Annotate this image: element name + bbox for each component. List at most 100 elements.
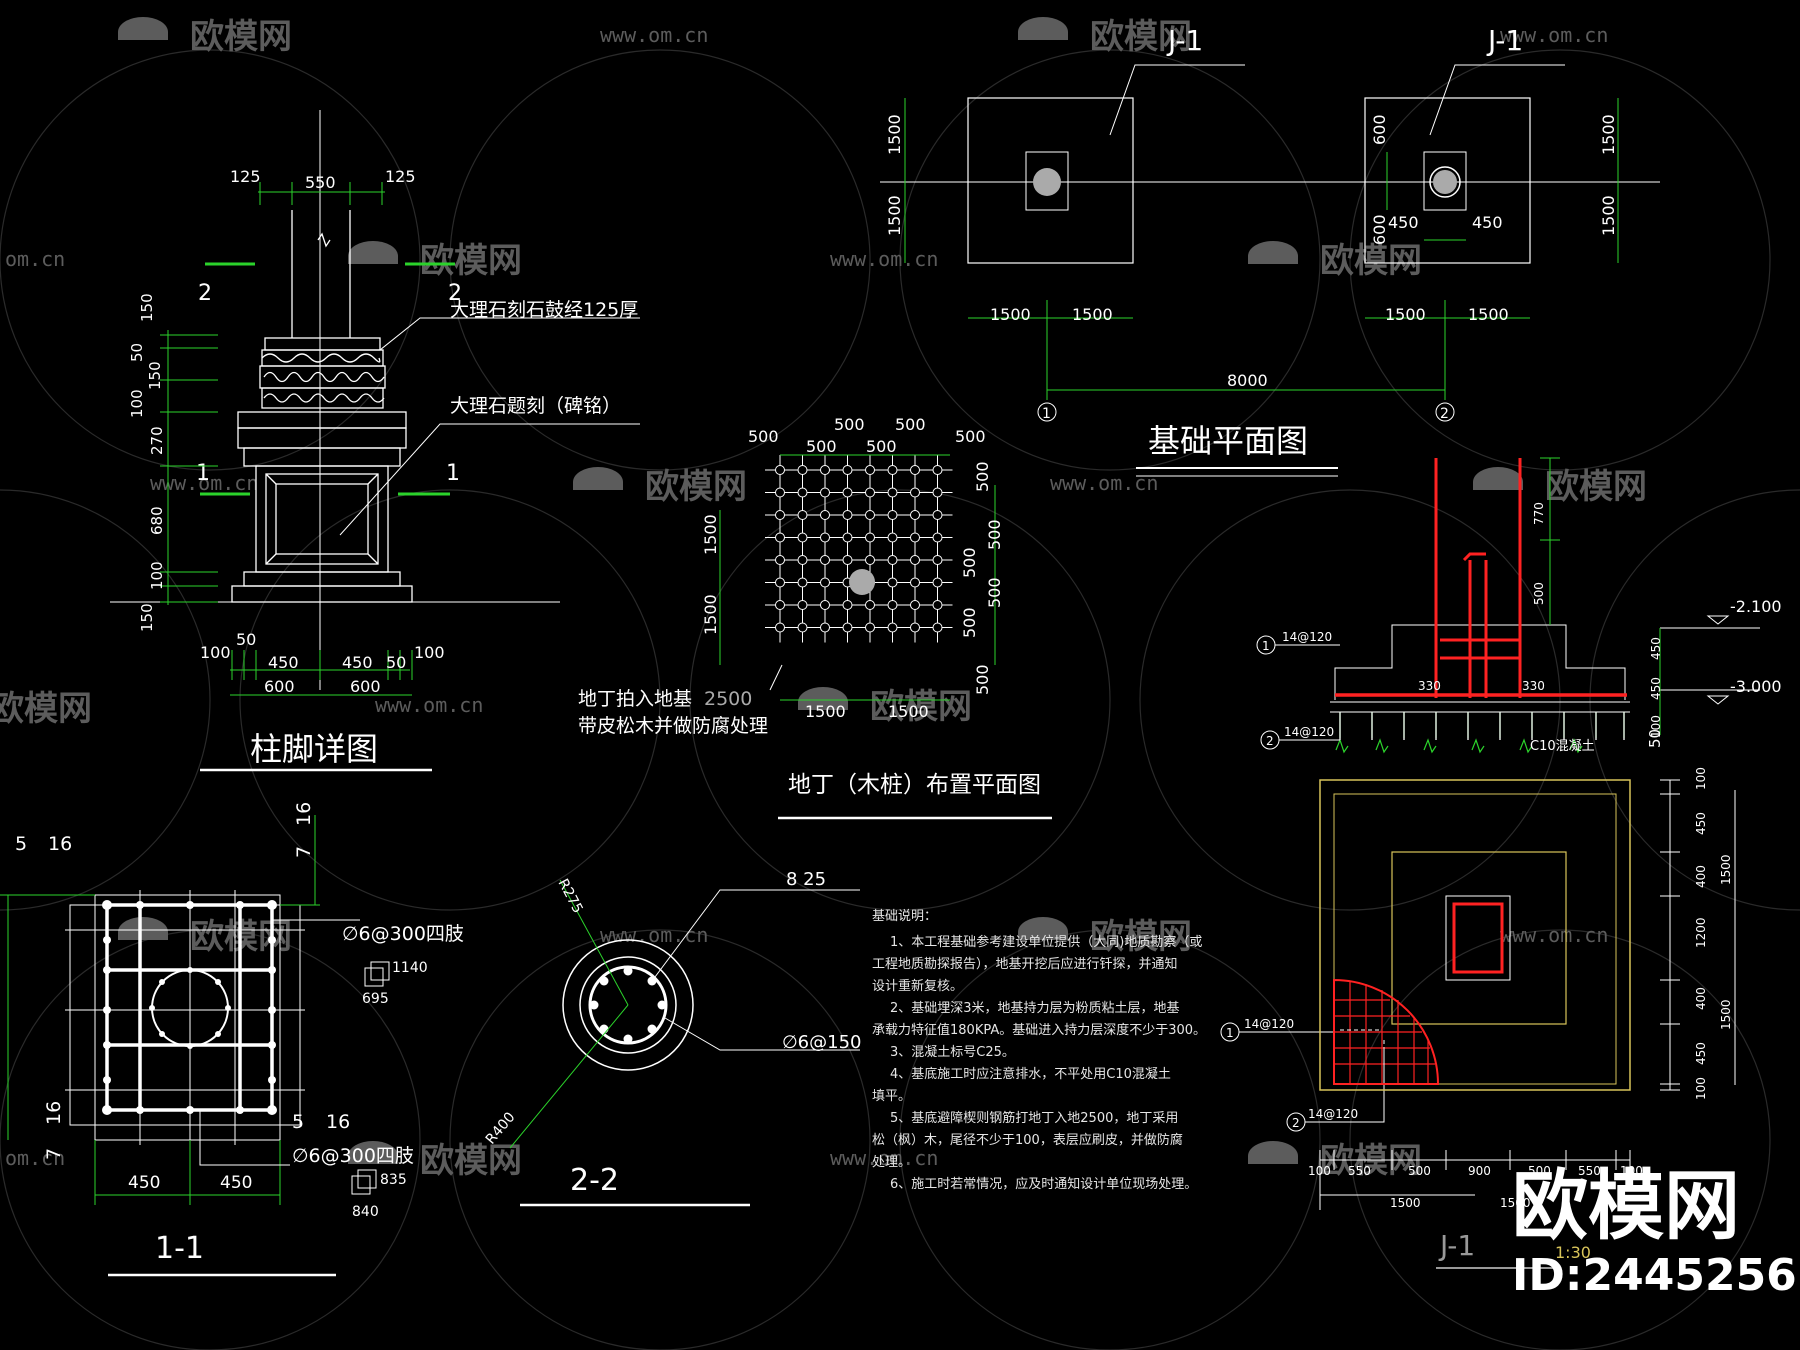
- note-inscription: 大理石题刻（碑铭）: [450, 395, 621, 417]
- watermark-logo: 欧模网: [1545, 467, 1647, 507]
- watermark-logo: 欧模网: [420, 1141, 522, 1181]
- dim-plan-right: 400: [1694, 987, 1708, 1010]
- timber-pile: [910, 622, 920, 633]
- footing-j1-a: [967, 97, 1134, 264]
- dim-right: 500: [985, 577, 1004, 608]
- timber-pile: [887, 510, 898, 520]
- sofa-icon: [118, 17, 168, 40]
- watermark-url: www.om.cn: [375, 693, 483, 717]
- footing-j1-b: [1364, 97, 1531, 264]
- dim-plan-bottom: 550: [1578, 1164, 1601, 1178]
- dim-bottom: 1500: [888, 702, 929, 721]
- foundation-plan: J-1 J-1 1500 1500 1500 1500 600 600 450 …: [880, 24, 1660, 477]
- dim-vertical: 50: [1646, 729, 1664, 748]
- notes-line: 3、混凝土标号C25。: [890, 1044, 1015, 1060]
- watermark-url: www.om.cn: [1050, 471, 1158, 495]
- dim-plan-bottom: 500: [1528, 1164, 1551, 1178]
- dim-bottom: 450: [268, 653, 299, 672]
- dim-vertical: 450: [1649, 677, 1663, 700]
- timber-pile: [932, 555, 943, 565]
- watermark-logo: 欧模网: [1090, 917, 1192, 957]
- sofa-icon: [1473, 467, 1523, 490]
- pedestal-neck: [243, 447, 401, 467]
- drum-band-3: [261, 387, 384, 409]
- timber-pile: [910, 600, 920, 610]
- dim-bottom: 1500: [990, 305, 1031, 324]
- dim-rebar: 5: [15, 833, 27, 855]
- dim-left: 680: [148, 506, 166, 535]
- sofa-icon: [1018, 917, 1068, 940]
- column-base-detail: 大理石刻石鼓经125厚 大理石题刻（碑铭） 2 2 1 1 125 550 12…: [110, 110, 640, 772]
- dim-plan-total: 1500: [1500, 1196, 1531, 1210]
- dim-bottom: 1500: [1385, 305, 1426, 324]
- notes-line: 处理。: [872, 1155, 911, 1170]
- sofa-icon: [1248, 241, 1298, 264]
- dim-inner: 330: [1418, 679, 1441, 693]
- axis-label: 1: [1042, 406, 1051, 422]
- axis-bubble: [1435, 402, 1455, 422]
- dim-plan-total: 1500: [1390, 1196, 1421, 1210]
- foundation-notes: 基础说明： 1、本工程基础参考建设单位提供（大同)地质勘察（或 工程地质勘探报告…: [872, 909, 1206, 1192]
- dim-left: 100: [148, 561, 166, 590]
- dim-left: 1500: [701, 594, 720, 635]
- timber-pile: [797, 487, 808, 498]
- dim-left: 100: [128, 389, 146, 418]
- timber-pile: [820, 487, 830, 498]
- dim-bottom: 50: [236, 630, 256, 649]
- dim-inner: 330: [1522, 679, 1545, 693]
- dim-top: 500: [895, 415, 926, 434]
- sofa-icon: [798, 687, 848, 710]
- dim-rebar: 16: [43, 1101, 65, 1125]
- timber-pile: [932, 510, 943, 520]
- watermark-logo: 欧模网: [870, 687, 972, 727]
- detail-title: J-1: [1438, 1229, 1475, 1262]
- elevation: -2.100: [1730, 597, 1782, 616]
- rebar-spec: 14@120: [1244, 1017, 1294, 1031]
- timber-pile: [797, 622, 808, 633]
- section-mark: 1: [196, 461, 210, 486]
- stirrup-label: ∅6@300四肢: [342, 923, 464, 945]
- dim-bottom: 450: [128, 1173, 160, 1193]
- drum-band-2: [259, 365, 386, 389]
- dim-top: 500: [866, 437, 897, 456]
- dim-top: 125: [230, 167, 261, 186]
- dim-vertical: 770: [1532, 502, 1546, 525]
- dim-right: 500: [960, 547, 979, 578]
- rebar-spec: 14@120: [1282, 630, 1332, 644]
- watermark-url: www.om.cn: [830, 1146, 938, 1170]
- dim-plan-right: 400: [1694, 865, 1708, 888]
- dim-bottom: 600: [350, 677, 381, 696]
- rebar-mesh-quadrant: [1333, 978, 1440, 1085]
- dim-right: 1500: [1599, 195, 1618, 236]
- timber-pile: [865, 600, 875, 610]
- stirrup-label: ∅6@150: [782, 1032, 862, 1053]
- brand-logo: 欧模网: [1512, 1161, 1740, 1250]
- sofa-icon: [1018, 17, 1068, 40]
- timber-pile: [910, 465, 920, 475]
- notes-line: 6、施工时若常情况，应及时通知设计单位现场处理。: [890, 1176, 1197, 1192]
- leader-inscription: [339, 423, 640, 536]
- outer-circle: [562, 939, 694, 1071]
- dim-rebar: 16: [326, 1111, 350, 1133]
- watermark-url: om.cn: [5, 247, 65, 271]
- dim-right: 1500: [1599, 114, 1618, 155]
- dim-small: 450: [1388, 213, 1419, 232]
- section-title: 2-2: [570, 1163, 619, 1198]
- elevation: -3.000: [1730, 677, 1782, 696]
- dim-bottom: 100: [414, 643, 445, 662]
- rebar-spec: 14@120: [1284, 725, 1334, 739]
- timber-pile: [910, 532, 920, 543]
- timber-pile: [797, 510, 808, 520]
- timber-pile: [932, 622, 943, 633]
- dim-plan-bottom: 100: [1620, 1164, 1643, 1178]
- dim-bottom: 1500: [1468, 305, 1509, 324]
- timber-pile: [910, 510, 920, 520]
- timber-pile: [775, 532, 785, 543]
- timber-pile: [932, 487, 943, 498]
- watermark-url: om.cn: [5, 1146, 65, 1170]
- notes-line: 承载力特征值180KPA。基础进入持力层深度不少于300。: [872, 1022, 1206, 1038]
- dim-small: 600: [1370, 214, 1389, 245]
- footing-tag: J-1: [1166, 24, 1203, 57]
- timber-pile: [775, 510, 785, 520]
- dim-plan-total: 1500: [1719, 999, 1733, 1030]
